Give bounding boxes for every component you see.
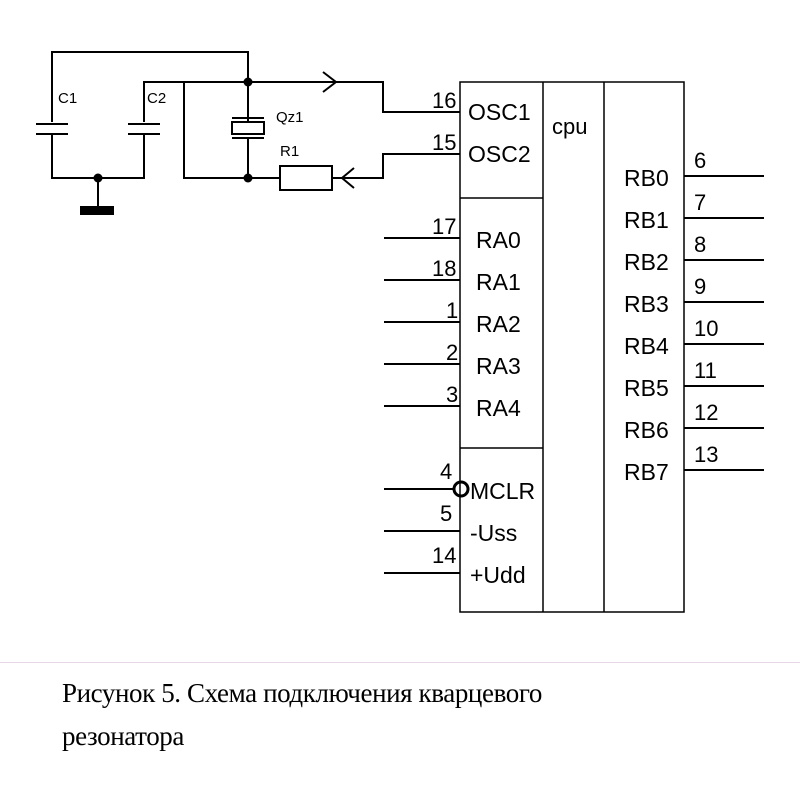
pin-number: 3: [446, 382, 458, 407]
caption-line-2: резонатора: [62, 721, 184, 751]
mcu-outline: [459, 81, 685, 613]
pin-number: 10: [694, 316, 718, 341]
pin-number: 2: [446, 340, 458, 365]
pin-label-osc2: OSC2: [468, 141, 531, 167]
cpu-label: cpu: [552, 114, 587, 139]
pin-label-udd: +Udd: [470, 562, 526, 588]
qz1-crystal-icon: [231, 121, 265, 135]
top-bus-wire: [51, 51, 249, 122]
osc2-wire: [332, 153, 460, 179]
pin-label-ra1: RA1: [476, 269, 521, 295]
osc-pins: 16 OSC1 15 OSC2: [432, 88, 531, 167]
pin-label-rb2: RB2: [624, 249, 669, 275]
pin-label-ra4: RA4: [476, 395, 521, 421]
pin-label-ra3: RA3: [476, 353, 521, 379]
pin-number: 6: [694, 148, 706, 173]
qz1-label: Qz1: [276, 109, 304, 126]
osc2-arrow: [340, 167, 355, 189]
pin-number: 11: [694, 358, 717, 383]
junction-dot: [93, 173, 103, 183]
pin-number: 7: [694, 190, 706, 215]
caption-line-1: Рисунок 5. Схема подключения кварцевого: [62, 678, 542, 708]
oscillator-circuit: C1 C2 Qz1 R1: [36, 51, 460, 215]
pin-number: 14: [432, 543, 456, 568]
pin-number: 5: [440, 501, 452, 526]
pin-label-ra2: RA2: [476, 311, 521, 337]
pin-label-rb0: RB0: [624, 165, 669, 191]
pin-number: 9: [694, 274, 706, 299]
pin-label-ra0: RA0: [476, 227, 521, 253]
c2-label: C2: [147, 90, 166, 107]
pin-number: 18: [432, 256, 456, 281]
pin-number: 17: [432, 214, 456, 239]
osc1-wire: [248, 81, 460, 113]
pin-label-rb5: RB5: [624, 375, 669, 401]
caption-divider: [0, 662, 800, 663]
figure-caption: Рисунок 5. Схема подключения кварцевого …: [62, 672, 782, 758]
pin-label-uss: -Uss: [470, 520, 517, 546]
pin-label-rb7: RB7: [624, 459, 669, 485]
pin-number: 13: [694, 442, 718, 467]
r1-resistor-icon: [279, 165, 333, 191]
c2-top-wire: [143, 81, 248, 122]
junction-dot: [243, 173, 253, 183]
c1-label: C1: [58, 90, 77, 107]
pin-label-rb4: RB4: [624, 333, 669, 359]
mclr-inversion-bubble: [452, 480, 470, 498]
ground-icon: [80, 206, 114, 215]
pin-label-rb1: RB1: [624, 207, 669, 233]
pin-label-osc1: OSC1: [468, 99, 531, 125]
pin-number: 16: [432, 88, 456, 113]
pin-number: 12: [694, 400, 718, 425]
r1-label: R1: [280, 143, 299, 160]
osc1-arrow: [322, 71, 338, 93]
pin-number: 1: [446, 298, 458, 323]
pin-label-mclr: MCLR: [470, 478, 535, 504]
pin-number: 15: [432, 130, 456, 155]
mcu-chip: cpu: [459, 81, 685, 613]
pin-label-rb3: RB3: [624, 291, 669, 317]
pin-number: 8: [694, 232, 706, 257]
c1-bottom-wire: [51, 134, 145, 179]
pin-number: 4: [440, 459, 452, 484]
pin-label-rb6: RB6: [624, 417, 669, 443]
